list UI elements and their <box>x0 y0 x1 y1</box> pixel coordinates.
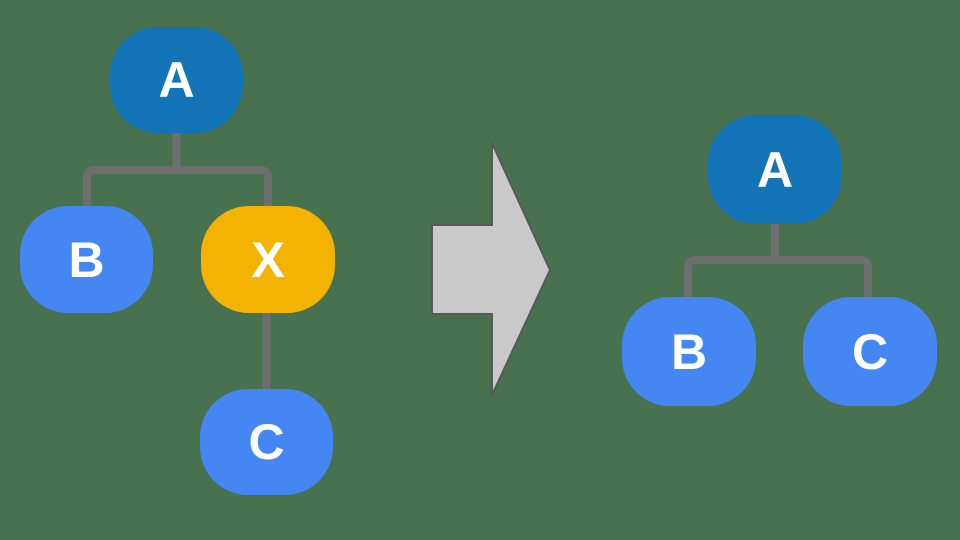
right-block-arrow-icon <box>431 142 552 396</box>
left-tree-node-c: C <box>200 389 333 495</box>
right-tree-node-b: B <box>622 297 756 406</box>
node-label: B <box>68 231 105 288</box>
right-tree-node-c: C <box>803 297 937 406</box>
left-tree-node-b: B <box>20 206 153 313</box>
edge-a-to-b-and-c <box>684 256 872 301</box>
right-tree-node-a: A <box>708 115 842 224</box>
node-label: B <box>670 323 708 380</box>
left-tree-node-a: A <box>110 27 243 133</box>
left-tree-node-x: X <box>201 206 335 313</box>
node-label: A <box>158 52 195 108</box>
edge-a-to-b-and-x <box>83 166 272 210</box>
node-label: A <box>756 141 794 198</box>
node-label: C <box>851 323 889 380</box>
node-label: X <box>251 231 285 288</box>
node-label: C <box>248 414 285 470</box>
